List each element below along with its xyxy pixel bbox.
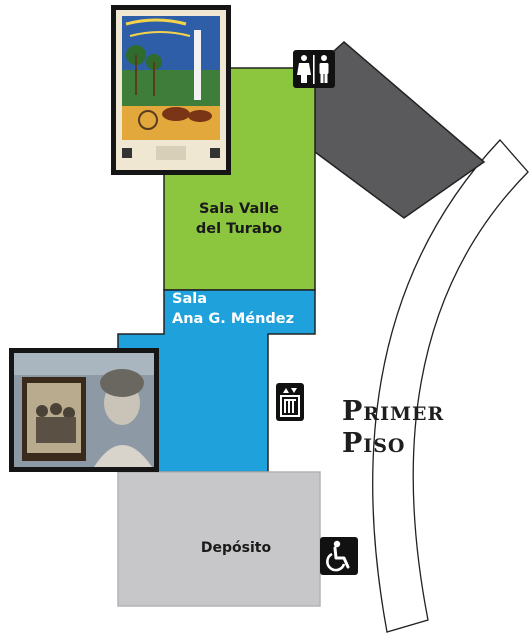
floor-title: Primer Piso xyxy=(342,396,444,460)
floor-title-line1: Primer xyxy=(342,396,445,427)
historic-image xyxy=(14,353,154,467)
sala-ana-line1: Sala xyxy=(172,291,207,307)
historic-photo xyxy=(9,348,159,472)
sala-ana-label: Sala Ana G. Méndez xyxy=(172,289,294,330)
sala-valle-line1: Sala Valle xyxy=(198,201,280,217)
poster-photo xyxy=(111,5,231,175)
elevator-icon xyxy=(276,383,304,421)
restroom-icon xyxy=(293,50,335,88)
sala-ana-line2: Ana G. Méndez xyxy=(172,311,295,328)
curved-corridor xyxy=(372,139,529,633)
accessible-entrance-icon xyxy=(320,537,358,575)
deposito-label: Depósito xyxy=(200,540,272,556)
poster-image xyxy=(116,10,226,170)
sala-valle-label: Sala Valle del Turabo xyxy=(174,200,304,239)
floor-title-line2: Piso xyxy=(342,427,406,459)
sala-valle-line2: del Turabo xyxy=(195,220,283,237)
deposito-area xyxy=(117,471,321,607)
